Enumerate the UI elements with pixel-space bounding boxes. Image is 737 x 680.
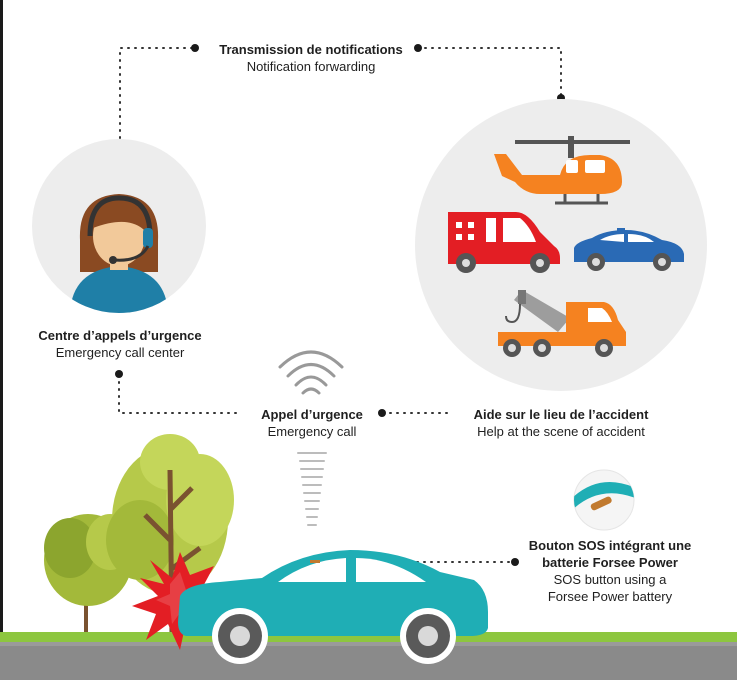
label-call-center: Centre d’appels d’urgence Emergency call… — [20, 327, 220, 361]
label-call-center-fr: Centre d’appels d’urgence — [38, 328, 202, 343]
tow-truck-icon — [498, 290, 626, 357]
label-emergency-call-fr: Appel d’urgence — [261, 407, 363, 422]
label-sos-fr-1: Bouton SOS intégrant une — [528, 538, 692, 553]
label-call-center-en: Emergency call center — [55, 345, 185, 360]
label-emergency-call-en: Emergency call — [267, 424, 357, 439]
label-transmission: Transmission de notifications Notificati… — [196, 41, 426, 75]
left-border — [0, 0, 3, 640]
label-transmission-fr: Transmission de notifications — [219, 42, 403, 57]
helicopter-icon — [494, 136, 630, 205]
label-transmission-en: Notification forwarding — [246, 59, 376, 74]
sos-button-icon — [573, 469, 635, 531]
signal-bars — [297, 452, 327, 526]
crashed-car-icon — [178, 550, 488, 664]
label-scene-help: Aide sur le lieu de l’accident Help at t… — [446, 406, 676, 440]
label-scene-help-en: Help at the scene of accident — [477, 424, 645, 439]
tree-icon — [106, 434, 234, 637]
emergency-vehicles — [415, 99, 707, 391]
label-emergency-call: Appel d’urgence Emergency call — [242, 406, 382, 440]
label-sos-fr-2: batterie Forsee Power — [542, 555, 678, 570]
operator-icon — [32, 139, 206, 313]
grass — [0, 632, 737, 642]
label-sos-button: Bouton SOS intégrant une batterie Forsee… — [512, 537, 708, 605]
label-sos-en-2: Forsee Power battery — [547, 589, 673, 604]
signal-icon — [278, 350, 344, 395]
police-car-icon — [574, 228, 684, 271]
connector-dots — [115, 44, 565, 566]
label-sos-en-1: SOS button using a — [553, 572, 667, 587]
label-scene-help-fr: Aide sur le lieu de l’accident — [473, 407, 649, 422]
road — [0, 642, 737, 680]
ambulance-icon — [448, 212, 560, 273]
